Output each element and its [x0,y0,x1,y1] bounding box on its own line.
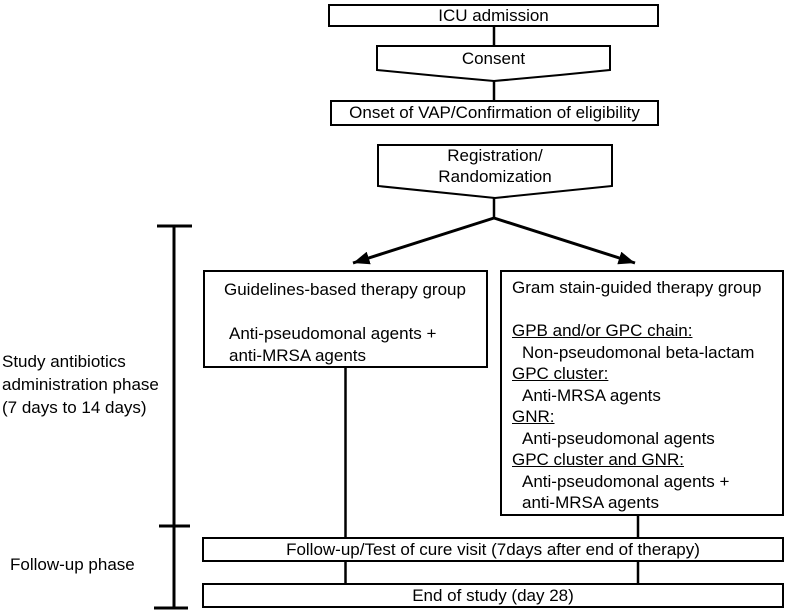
guidelines-group-title: Guidelines-based therapy group [224,280,466,299]
guidelines-body-line2: anti-MRSA agents [229,346,367,365]
onset-eligibility-box: Onset of VAP/Confirmation of eligibility [330,100,659,126]
antibiotics-phase-line3: (7 days to 14 days) [2,398,147,417]
end-of-study-label: End of study (day 28) [412,585,574,605]
gram-group-rules: GPB and/or GPC chain: Non-pseudomonal be… [512,320,782,514]
rule-line: anti-MRSA agents [522,493,660,512]
followup-phase-label: Follow-up phase [10,553,135,576]
icu-admission-box: ICU admission [328,4,659,27]
rule-heading-gnr: GNR: [512,407,555,426]
gram-group-title: Gram stain-guided therapy group [512,278,762,297]
followup-visit-box: Follow-up/Test of cure visit (7days afte… [202,537,784,562]
rule-heading-gpc-cluster: GPC cluster: [512,364,609,383]
registration-banner-shape [377,144,613,200]
rule-heading-gpc-cluster-and-gnr: GPC cluster and GNR: [512,450,684,469]
end-of-study-box: End of study (day 28) [202,583,784,608]
consent-label: Consent [461,49,526,68]
gram-group-box: Gram stain-guided therapy group GPB and/… [500,270,784,516]
followup-visit-label: Follow-up/Test of cure visit (7days afte… [286,539,700,559]
antibiotics-phase-line1: Study antibiotics [2,352,126,371]
arrow-to-gram-group [493,216,636,265]
rule-line: Anti-pseudomonal agents + [522,471,730,491]
antibiotics-phase-line2: administration phase [2,375,159,394]
rule-line: Anti-MRSA agents [522,385,661,405]
registration-banner: Registration/ Randomization [378,145,612,187]
guidelines-group-box: Guidelines-based therapy group Anti-pseu… [203,270,488,368]
followup-phase-text: Follow-up phase [10,555,135,574]
onset-eligibility-label: Onset of VAP/Confirmation of eligibility [349,103,640,122]
rule-line: Non-pseudomonal beta-lactam [522,342,755,362]
rule-line: Anti-pseudomonal agents [522,428,715,448]
guidelines-body-line1: Anti-pseudomonal agents + [229,324,437,343]
rule-heading-gpb-gpc-chain: GPB and/or GPC chain: [512,321,693,340]
consent-banner-shape [376,45,611,83]
arrow-to-guidelines-group [352,216,495,265]
icu-admission-label: ICU admission [438,5,549,25]
antibiotics-phase-label: Study antibiotics administration phase (… [2,350,159,419]
registration-label-line2: Randomization [438,167,552,186]
registration-label-line1: Registration/ [447,146,543,165]
consent-banner: Consent [377,46,610,72]
